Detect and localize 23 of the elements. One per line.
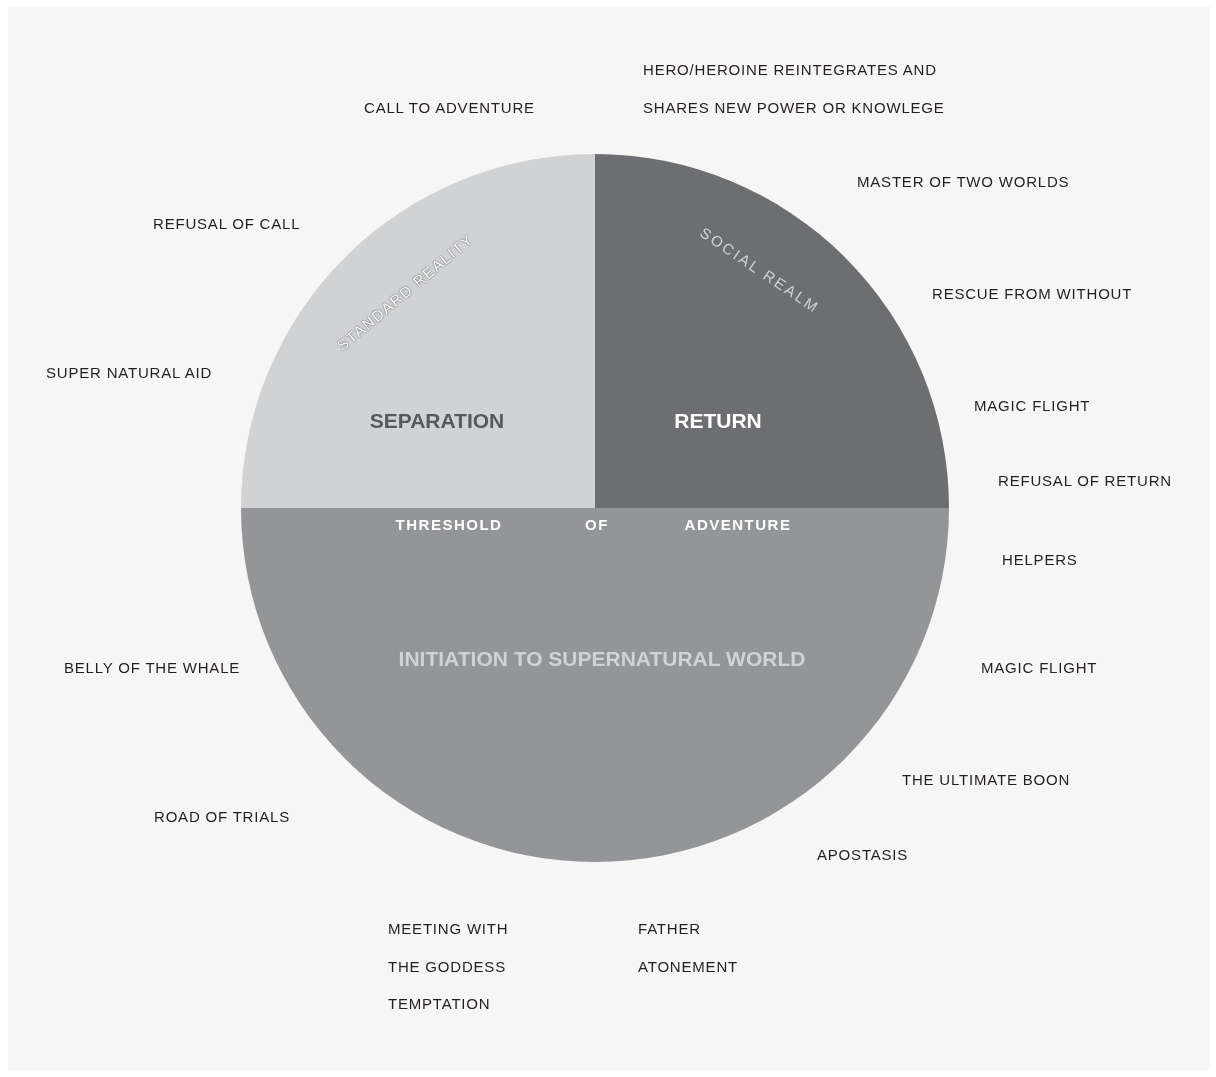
threshold-label: ADVENTURE bbox=[684, 516, 792, 532]
stage-label: THE ULTIMATE BOON bbox=[902, 770, 1071, 790]
stage-label: TEMPTATION bbox=[388, 994, 491, 1014]
stage-label: APOSTASIS bbox=[817, 845, 909, 865]
stage-label: REFUSAL OF RETURN bbox=[998, 471, 1172, 491]
stage-label: MAGIC FLIGHT bbox=[981, 658, 1098, 678]
stage-label: MEETING WITH THE GODDESS bbox=[388, 919, 510, 977]
stage-label: HERO/HEROINE REINTEGRATES AND SHARES NEW POWER OR KNOWLEGE bbox=[643, 60, 946, 118]
stage-title: RETURN bbox=[674, 409, 762, 431]
threshold-label: THRESHOLD bbox=[395, 516, 503, 532]
stage-label: ROAD OF TRIALS bbox=[154, 807, 290, 827]
stage-label: FATHER ATONEMENT bbox=[638, 919, 739, 977]
stage-label: MASTER OF TWO WORLDS bbox=[857, 172, 1070, 192]
stage-label: BELLY OF THE WHALE bbox=[64, 658, 241, 678]
stage-title: SEPARATION bbox=[369, 409, 505, 431]
stage-title: INITIATION TO SUPERNATURAL WORLD bbox=[398, 647, 806, 669]
threshold-label: OF bbox=[585, 516, 609, 532]
stage-label: HELPERS bbox=[1002, 550, 1078, 570]
stage-label: CALL TO ADVENTURE bbox=[364, 98, 535, 118]
stage-label: REFUSAL OF CALL bbox=[153, 214, 301, 234]
stage-label: MAGIC FLIGHT bbox=[974, 396, 1091, 416]
stage-label: SUPER NATURAL AID bbox=[46, 363, 213, 383]
stage-label: RESCUE FROM WITHOUT bbox=[932, 284, 1133, 304]
